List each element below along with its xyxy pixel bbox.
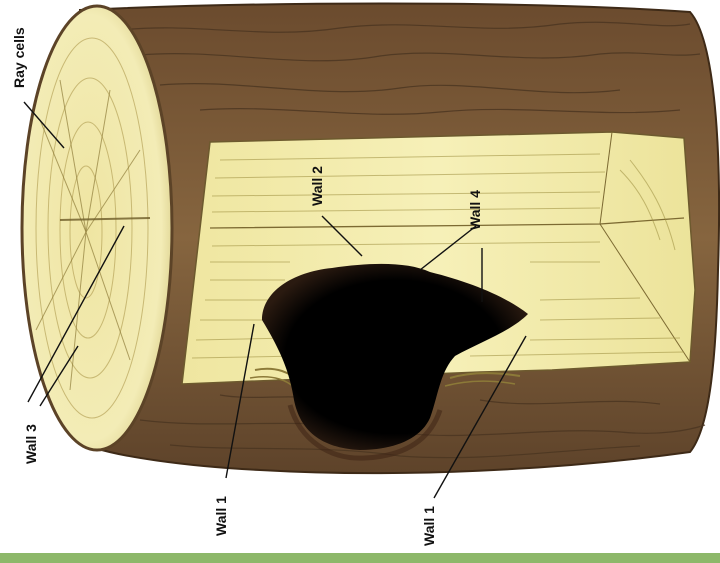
label-wall-1-left: Wall 1 — [213, 496, 229, 536]
label-ray-cells: Ray cells — [11, 27, 27, 88]
footer-bar — [0, 553, 720, 563]
label-wall-4: Wall 4 — [467, 190, 483, 230]
label-wall-2: Wall 2 — [309, 166, 325, 206]
log-end-cross-section — [22, 6, 172, 450]
label-wall-3: Wall 3 — [23, 424, 39, 464]
label-wall-1-right: Wall 1 — [421, 506, 437, 546]
